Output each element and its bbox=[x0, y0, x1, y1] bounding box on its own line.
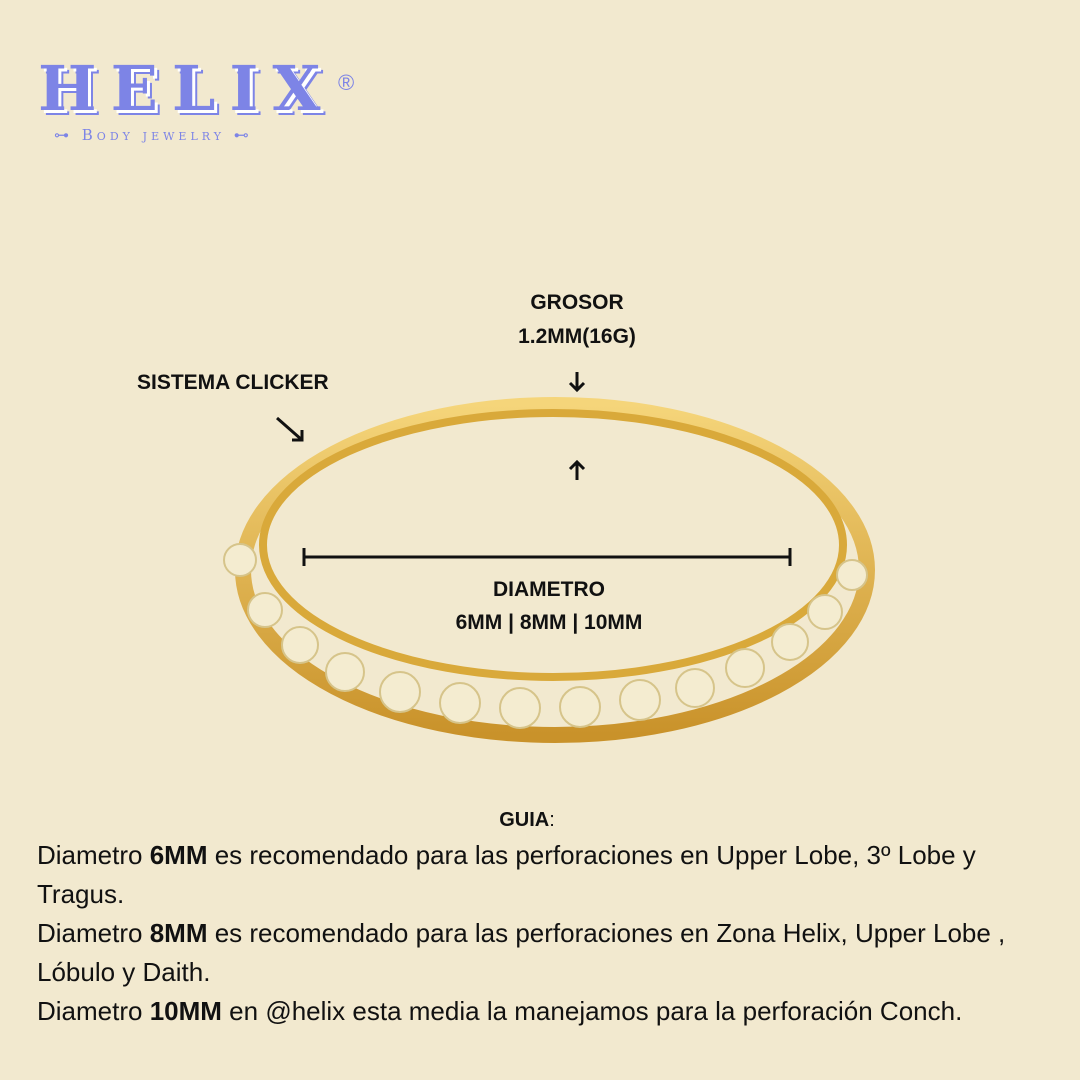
logo-tagline: ⊶ Body jewelry ⊷ bbox=[54, 126, 253, 144]
guide-line-6mm: Diametro 6MM es recomendado para las per… bbox=[37, 840, 976, 909]
arrow-down-icon bbox=[568, 372, 586, 393]
guide-line-10mm: Diametro 10MM en @helix esta media la ma… bbox=[37, 996, 963, 1026]
clicker-label: SISTEMA CLICKER bbox=[137, 371, 329, 394]
guide-title: GUIA: bbox=[499, 809, 555, 831]
registered-mark: ® bbox=[338, 70, 355, 95]
tagline-text: Body jewelry bbox=[81, 126, 225, 144]
grosor-title: GROSOR bbox=[530, 291, 624, 314]
size-guide: GUIA: Diametro 6MM es recomendado para l… bbox=[37, 808, 1067, 1031]
guide-line-8mm: Diametro 8MM es recomendado para las per… bbox=[37, 918, 1006, 987]
logo-wordmark: HELIX bbox=[38, 52, 335, 125]
arrow-up-icon bbox=[568, 459, 586, 480]
grosor-value: 1.2MM(16G) bbox=[518, 325, 636, 348]
ring-band bbox=[259, 409, 847, 681]
diametro-title: DIAMETRO bbox=[493, 578, 605, 601]
ring-stones bbox=[223, 543, 868, 729]
arrow-diagonal-icon bbox=[276, 416, 304, 442]
diametro-values: 6MM | 8MM | 10MM bbox=[455, 611, 643, 634]
